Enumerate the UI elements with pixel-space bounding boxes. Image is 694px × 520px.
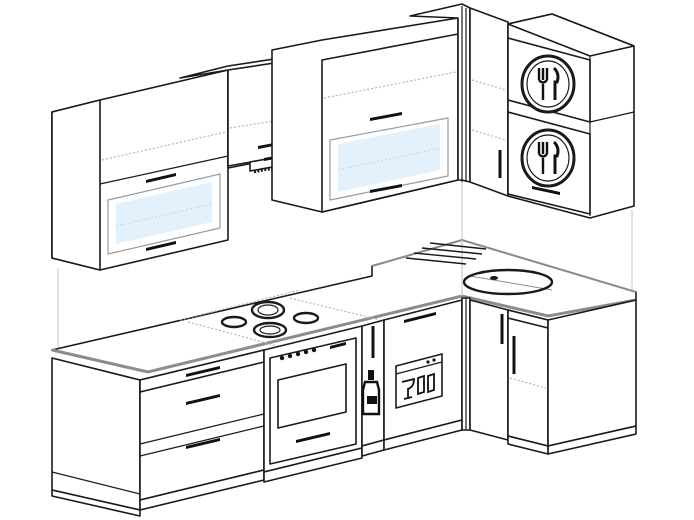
upper-cabinet-center bbox=[271, 17, 459, 213]
base-cabinet-right bbox=[469, 299, 637, 455]
cutlery-icon bbox=[520, 54, 576, 114]
sink bbox=[405, 242, 554, 296]
cabinet-handle bbox=[146, 173, 176, 183]
cabinet-handle bbox=[370, 112, 402, 121]
dishwasher-cabinet bbox=[383, 299, 463, 451]
oven bbox=[263, 325, 363, 483]
upper-corner bbox=[409, 3, 471, 183]
cabinet-handle bbox=[146, 241, 176, 251]
drawer-handle bbox=[186, 366, 220, 377]
wine-glass-icon bbox=[401, 377, 415, 400]
bottle-icon bbox=[361, 370, 381, 416]
cabinet-handle bbox=[370, 184, 402, 193]
upper-cabinet-left bbox=[51, 69, 229, 271]
drawer-handle bbox=[186, 438, 220, 449]
oven-knobs bbox=[279, 347, 317, 361]
oven-window bbox=[277, 363, 347, 429]
drawer-handle bbox=[186, 394, 220, 405]
dishwasher-icon bbox=[395, 353, 443, 409]
base-cabinet-drawers bbox=[51, 349, 265, 517]
wall-lines bbox=[57, 180, 633, 352]
cutlery-icon bbox=[520, 128, 576, 188]
corner-pillar bbox=[461, 297, 471, 431]
stove-icon bbox=[220, 300, 320, 339]
bottle-cabinet bbox=[361, 319, 385, 457]
